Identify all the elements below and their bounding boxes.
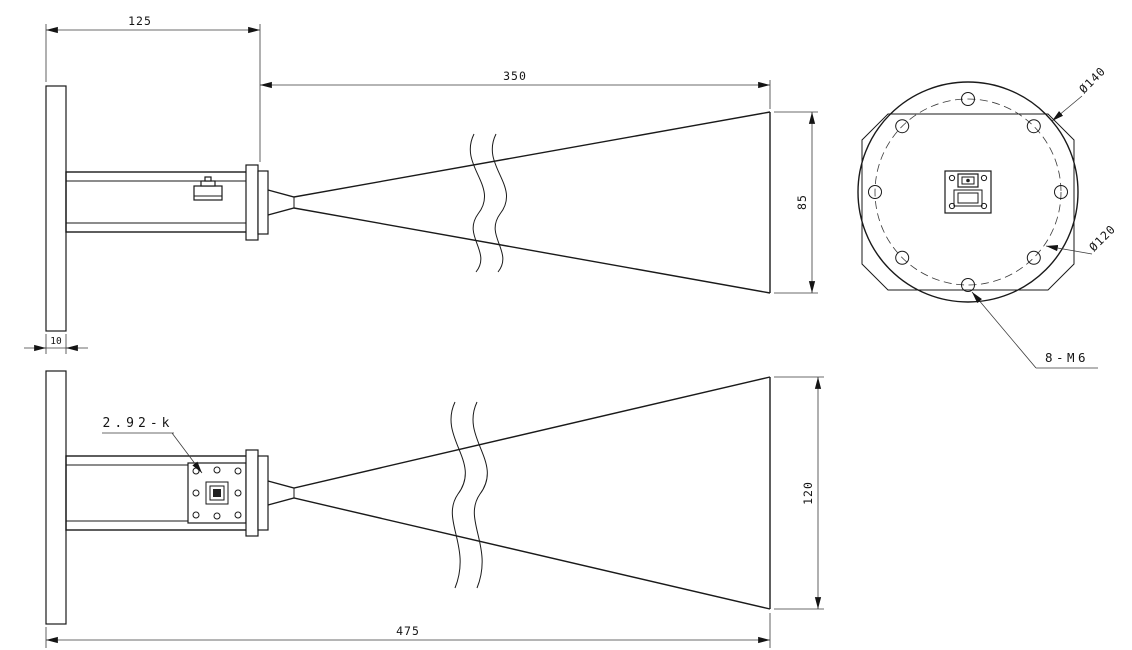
horn-profile-plan: [267, 376, 771, 610]
dim-plate-to-flange: 125: [128, 14, 152, 28]
mounting-plate-rear: [861, 113, 1075, 291]
mounting-plate-plan: [45, 370, 67, 625]
dim-overall-length: 475: [396, 624, 420, 638]
coax-connector-side: [193, 176, 223, 201]
label-connector: 2.92-k: [103, 416, 174, 431]
horn-flange-plan-2: [257, 455, 269, 531]
waveguide-aperture-rear: [944, 170, 992, 214]
side-view: [45, 85, 771, 332]
rear-view-labels: Ø140 Ø120 8-M6: [971, 64, 1119, 369]
break-lines-side: [469, 133, 507, 273]
mounting-plate-side: [45, 85, 67, 332]
label-bolt-holes: 8-M6: [1045, 350, 1089, 365]
dim-plate-thickness: 10: [50, 336, 62, 347]
dimensions-plan-view: 120 475: [45, 376, 824, 648]
horn-flange-side-2: [257, 170, 269, 235]
label-bolt-circle: Ø120: [1086, 222, 1118, 254]
break-lines-plan: [450, 401, 488, 589]
dim-aperture-height: 85: [795, 194, 809, 210]
dim-horn-length: 350: [503, 69, 527, 83]
plan-view: 2.92-k: [45, 370, 771, 625]
coax-connector-face: [187, 462, 247, 524]
rear-view: Ø140 Ø120 8-M6: [857, 64, 1119, 369]
label-outer-diameter: Ø140: [1076, 64, 1108, 96]
dim-aperture-width: 120: [801, 481, 815, 505]
dimensions-side-view: 125 350 85 10: [24, 14, 818, 354]
horn-profile-side: [267, 111, 771, 294]
bolt-holes: [868, 92, 1068, 292]
bolt-circle: [874, 98, 1062, 286]
connector-callout: 2.92-k: [102, 416, 203, 474]
horn-flange-side: [245, 164, 259, 241]
horn-flange-plan: [245, 449, 259, 537]
outer-circle: [857, 81, 1079, 303]
